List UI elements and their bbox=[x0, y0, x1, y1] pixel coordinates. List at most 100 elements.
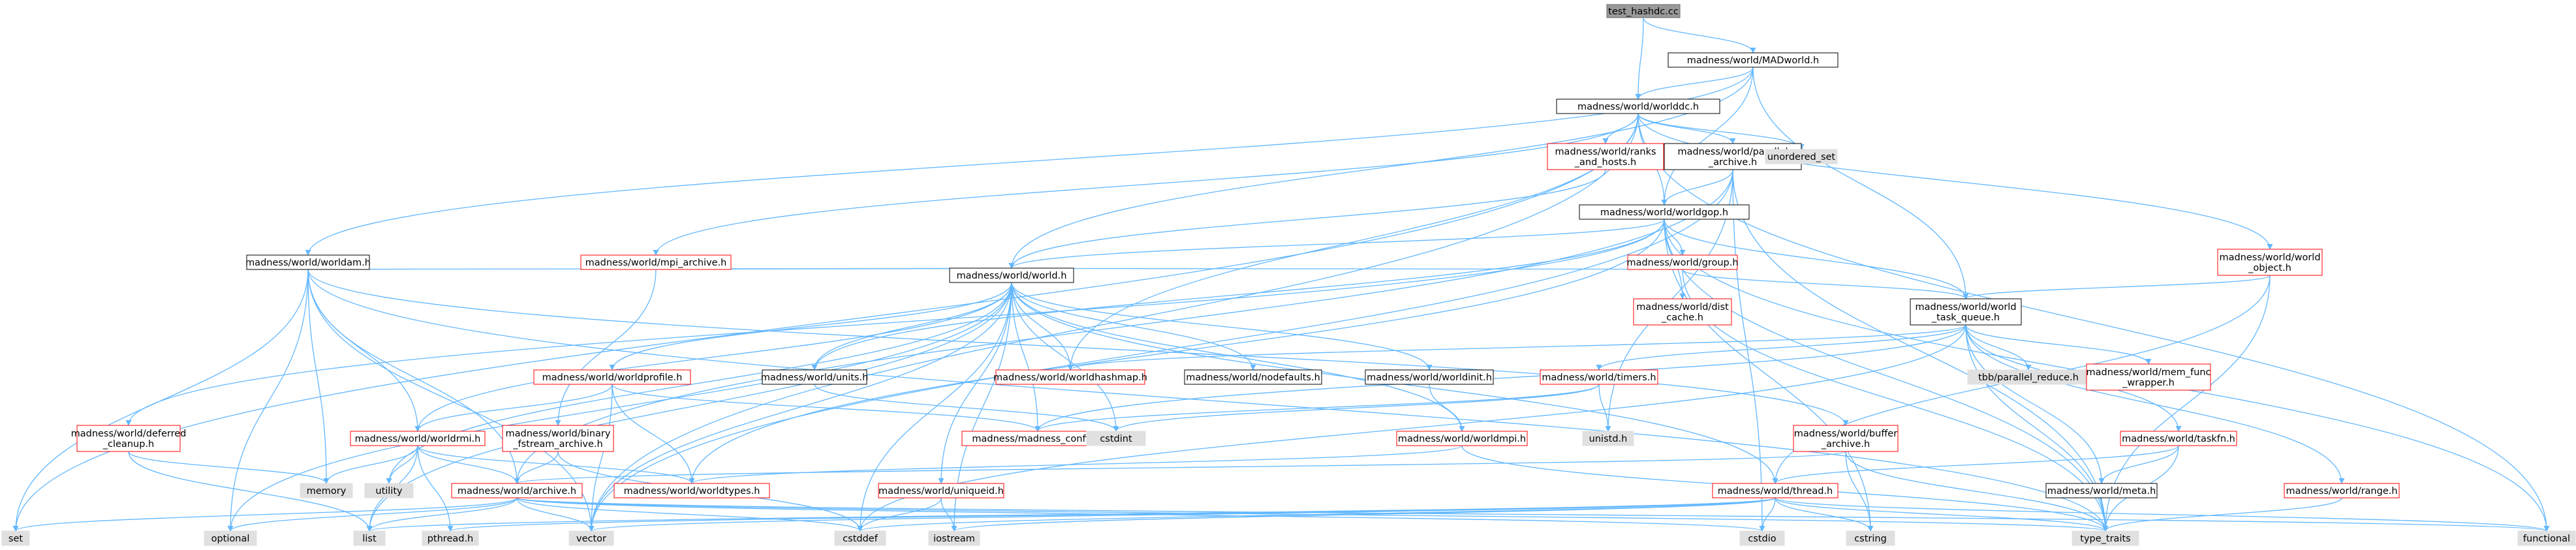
node-thread[interactable]: madness/world/thread.h bbox=[1712, 483, 1839, 498]
node-units[interactable]: madness/world/units.h bbox=[761, 369, 869, 385]
node-optional: optional bbox=[204, 530, 257, 546]
edge-worldprofile-to-worldtypes bbox=[612, 384, 695, 484]
node-thread-box bbox=[1712, 483, 1839, 498]
node-taskfn-label-line-0: madness/world/taskfn.h bbox=[2122, 434, 2235, 444]
edge-worldam-to-buffer_archive bbox=[307, 269, 1849, 426]
edge-buffer_archive-to-archive bbox=[514, 451, 1846, 484]
node-worldmpi[interactable]: madness/world/worldmpi.h bbox=[1396, 431, 1528, 446]
node-list-label-line-0: list bbox=[362, 534, 377, 544]
node-parallel[interactable]: madness/world/parallel_archive.h bbox=[1664, 143, 1802, 170]
node-uniqueid[interactable]: madness/world/uniqueid.h bbox=[878, 483, 1004, 498]
edge-task_queue-to-range bbox=[1965, 324, 2345, 484]
node-taskfn[interactable]: madness/world/taskfn.h bbox=[2120, 431, 2237, 446]
node-buffer_archive[interactable]: madness/world/buffer_archive.h bbox=[1793, 425, 1899, 452]
node-set-label-line-0: set bbox=[8, 534, 23, 544]
node-worldprofile[interactable]: madness/world/worldprofile.h bbox=[533, 369, 691, 385]
node-memory-label-line-0: memory bbox=[307, 486, 347, 497]
node-mpi_archive[interactable]: madness/world/mpi_archive.h bbox=[580, 254, 732, 270]
edge-madworld-to-worlddc bbox=[1635, 67, 1754, 100]
node-meta-label-line-0: madness/world/meta.h bbox=[2047, 486, 2156, 497]
node-worldgop[interactable]: madness/world/worldgop.h bbox=[1579, 204, 1750, 220]
edge-worldrmi-to-pthread bbox=[417, 445, 454, 532]
node-nodefaults-label-line-0: madness/world/nodefaults.h bbox=[1186, 373, 1320, 383]
node-deferred-label-line-0: madness/world/deferred bbox=[71, 429, 187, 439]
node-group[interactable]: madness/world/group.h bbox=[1626, 254, 1739, 270]
node-cstdio-label-line-0: cstdio bbox=[1748, 534, 1776, 544]
edge-timers-to-madness_config bbox=[1034, 384, 1600, 432]
edge-task_queue-to-madness_config bbox=[1034, 324, 1966, 432]
edge-task_queue-to-worldhashmap bbox=[1067, 324, 1966, 371]
edge-task_queue-to-mem_func bbox=[1965, 324, 2152, 365]
edge-uniqueid-to-cstddef bbox=[857, 497, 942, 532]
node-functional-label-line-0: functional bbox=[2523, 534, 2570, 544]
node-worldtypes-box bbox=[613, 483, 770, 498]
edge-world_h-to-cstddef bbox=[857, 282, 1012, 532]
node-world_h-label-line-0: madness/world/world.h bbox=[957, 271, 1067, 281]
edge-root-to-worlddc bbox=[1635, 17, 1644, 100]
node-meta-box bbox=[2045, 483, 2158, 498]
node-deferred[interactable]: madness/world/deferred_cleanup.h bbox=[71, 425, 187, 452]
node-pthread-box bbox=[422, 530, 479, 546]
node-worldprofile-box bbox=[533, 369, 691, 385]
node-worldrmi[interactable]: madness/world/worldrmi.h bbox=[350, 431, 486, 446]
edge-ranks-to-world_h bbox=[1008, 169, 1606, 269]
edge-thread-to-cstdio bbox=[1759, 497, 1776, 532]
node-worldam-label-line-0: madness/world/worldam.h bbox=[245, 258, 371, 268]
edge-worldgop-to-deferred bbox=[125, 219, 1665, 426]
edge-parallel-to-type_traits bbox=[1732, 169, 2109, 532]
node-root[interactable]: test_hashdc.cc bbox=[1606, 4, 1681, 18]
edge-parallel-to-worldgop bbox=[1661, 169, 1733, 206]
node-functional-box bbox=[2517, 530, 2576, 546]
node-range[interactable]: madness/world/range.h bbox=[2284, 483, 2400, 498]
node-vector-box bbox=[568, 530, 614, 546]
node-group-label-line-0: madness/world/group.h bbox=[1626, 258, 1738, 268]
node-optional-box bbox=[204, 530, 257, 546]
edge-thread-to-vector bbox=[589, 497, 1776, 532]
node-meta[interactable]: madness/world/meta.h bbox=[2045, 483, 2158, 498]
node-timers[interactable]: madness/world/timers.h bbox=[1540, 369, 1658, 385]
node-madworld[interactable]: madness/world/MADworld.h bbox=[1668, 52, 1839, 68]
node-mem_func-box bbox=[2086, 363, 2211, 391]
node-ranks[interactable]: madness/world/ranks_and_hosts.h bbox=[1547, 143, 1664, 170]
node-deferred-label-line-1: _cleanup.h bbox=[102, 439, 154, 450]
edge-world_h-to-nodefaults bbox=[1011, 282, 1256, 371]
node-memory: memory bbox=[300, 483, 353, 498]
edge-thread-to-list bbox=[367, 497, 1776, 532]
nodes-layer: test_hashdc.cc madness/world/MADworld.h ma… bbox=[1, 4, 2576, 546]
node-worldrmi-label-line-0: madness/world/worldrmi.h bbox=[355, 434, 481, 444]
node-cstddef-box bbox=[834, 530, 886, 546]
node-functional: functional bbox=[2517, 530, 2576, 546]
node-deferred-box bbox=[76, 425, 181, 452]
node-task_queue[interactable]: madness/world/world_task_queue.h bbox=[1910, 298, 2022, 326]
node-binary_fstream[interactable]: madness/world/binary_fstream_archive.h bbox=[502, 425, 614, 452]
node-dist_cache[interactable]: madness/world/dist_cache.h bbox=[1633, 298, 1732, 326]
node-worldgop-box bbox=[1579, 204, 1750, 220]
node-nodefaults[interactable]: madness/world/nodefaults.h bbox=[1184, 369, 1322, 385]
node-set: set bbox=[1, 530, 30, 546]
node-optional-label-line-0: optional bbox=[211, 534, 250, 544]
node-timers-box bbox=[1540, 369, 1658, 385]
node-world_h[interactable]: madness/world/world.h bbox=[949, 267, 1074, 283]
node-worldhashmap[interactable]: madness/world/worldhashmap.h bbox=[993, 369, 1147, 385]
edge-uniqueid-to-iostream bbox=[940, 497, 957, 532]
node-task_queue-label-line-0: madness/world/world bbox=[1915, 302, 2016, 313]
node-worldtypes[interactable]: madness/world/worldtypes.h bbox=[613, 483, 770, 498]
node-worldinit[interactable]: madness/world/worldinit.h bbox=[1365, 369, 1494, 385]
edge-deferred-to-memory bbox=[128, 451, 330, 484]
node-archive-label-line-0: madness/world/archive.h bbox=[458, 486, 576, 497]
node-ranks-label-line-0: madness/world/ranks bbox=[1555, 147, 1656, 157]
node-iostream-box bbox=[928, 530, 980, 546]
node-buffer_archive-label-line-0: madness/world/buffer bbox=[1794, 429, 1897, 439]
node-worlddc[interactable]: madness/world/worlddc.h bbox=[1556, 99, 1720, 114]
node-mem_func[interactable]: madness/world/mem_func_wrapper.h bbox=[2086, 363, 2211, 391]
node-worldam[interactable]: madness/world/worldam.h bbox=[245, 254, 371, 270]
node-task_queue-label-line-1: _task_queue.h bbox=[1931, 313, 2000, 323]
node-world_object[interactable]: madness/world/world_object.h bbox=[2217, 249, 2323, 276]
edge-taskfn-to-meta bbox=[2098, 445, 2179, 484]
node-pthread-label-line-0: pthread.h bbox=[427, 534, 474, 544]
node-archive[interactable]: madness/world/archive.h bbox=[451, 483, 583, 498]
edge-worldmpi-to-worldtypes bbox=[689, 445, 1463, 484]
node-madness_config[interactable]: madness/madness_config.h bbox=[961, 431, 1114, 446]
edge-worldprofile-to-vector bbox=[588, 384, 613, 532]
node-worlddc-box bbox=[1556, 99, 1720, 114]
